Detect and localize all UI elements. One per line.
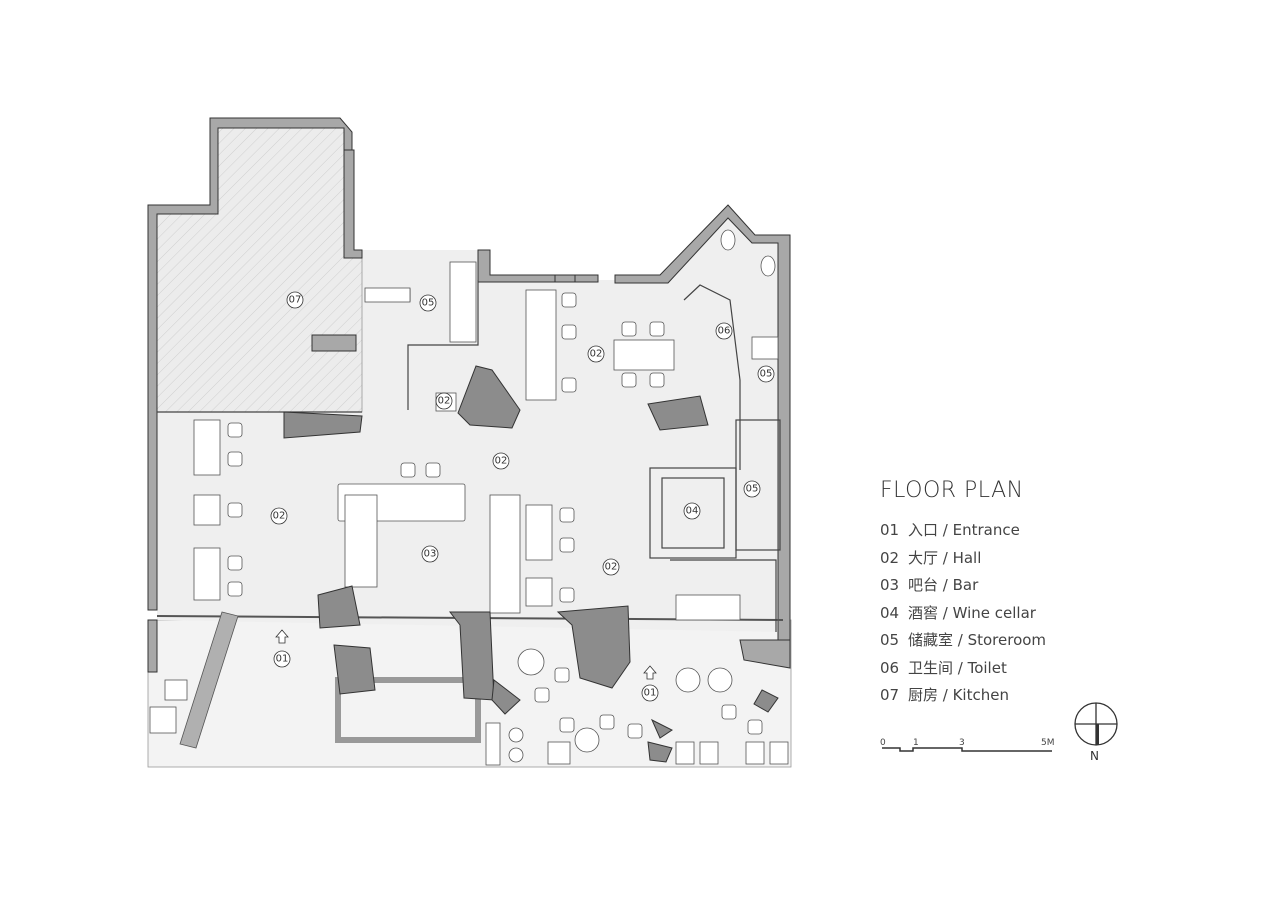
room-label: 02 [492, 452, 510, 470]
room-labels: 07 05 02 02 06 05 02 05 04 02 03 02 01 0… [270, 291, 775, 702]
svg-text:05: 05 [760, 369, 773, 380]
svg-text:02: 02 [605, 562, 618, 573]
svg-text:03: 03 [424, 549, 437, 560]
scale-tick-5m: 5M [1041, 738, 1055, 748]
kitchen-area [156, 127, 363, 413]
exterior-walls [147, 117, 791, 673]
sculptural-partitions [283, 365, 779, 763]
svg-text:01: 01 [644, 688, 657, 699]
planter [179, 611, 239, 749]
svg-text:05: 05 [422, 298, 435, 309]
room-label: 01 [273, 650, 291, 668]
scale-tick-3: 3 [959, 738, 965, 748]
scale-tick-1: 1 [913, 738, 919, 748]
room-label: 03 [421, 545, 439, 563]
room-label: 01 [641, 684, 659, 702]
room-label: 05 [743, 480, 761, 498]
room-label: 02 [270, 507, 288, 525]
entrance-arrow-icon [275, 629, 657, 680]
svg-text:02: 02 [495, 456, 508, 467]
room-label: 02 [435, 392, 453, 410]
svg-text:02: 02 [273, 511, 286, 522]
interior-partitions [157, 280, 781, 632]
scale-bar [882, 747, 1052, 752]
svg-text:02: 02 [438, 396, 451, 407]
chairs [227, 292, 763, 739]
plan-title: FLOOR PLAN [880, 478, 1024, 503]
furniture [149, 261, 789, 766]
north-arrow-icon [1074, 702, 1118, 746]
room-label: 05 [419, 294, 437, 312]
room-label: 06 [715, 322, 733, 340]
room-label: 02 [587, 345, 605, 363]
room-label: 05 [757, 365, 775, 383]
scale-tick-0: 0 [880, 738, 886, 748]
svg-text:06: 06 [718, 326, 731, 337]
room-label: 04 [683, 502, 701, 520]
room-label: 07 [286, 291, 304, 309]
svg-text:01: 01 [276, 654, 289, 665]
svg-text:05: 05 [746, 484, 759, 495]
svg-text:04: 04 [686, 506, 699, 517]
north-label: N [1090, 749, 1099, 763]
svg-text:07: 07 [289, 295, 302, 306]
room-label: 02 [602, 558, 620, 576]
toilet-fixtures [720, 229, 779, 360]
svg-text:02: 02 [590, 349, 603, 360]
